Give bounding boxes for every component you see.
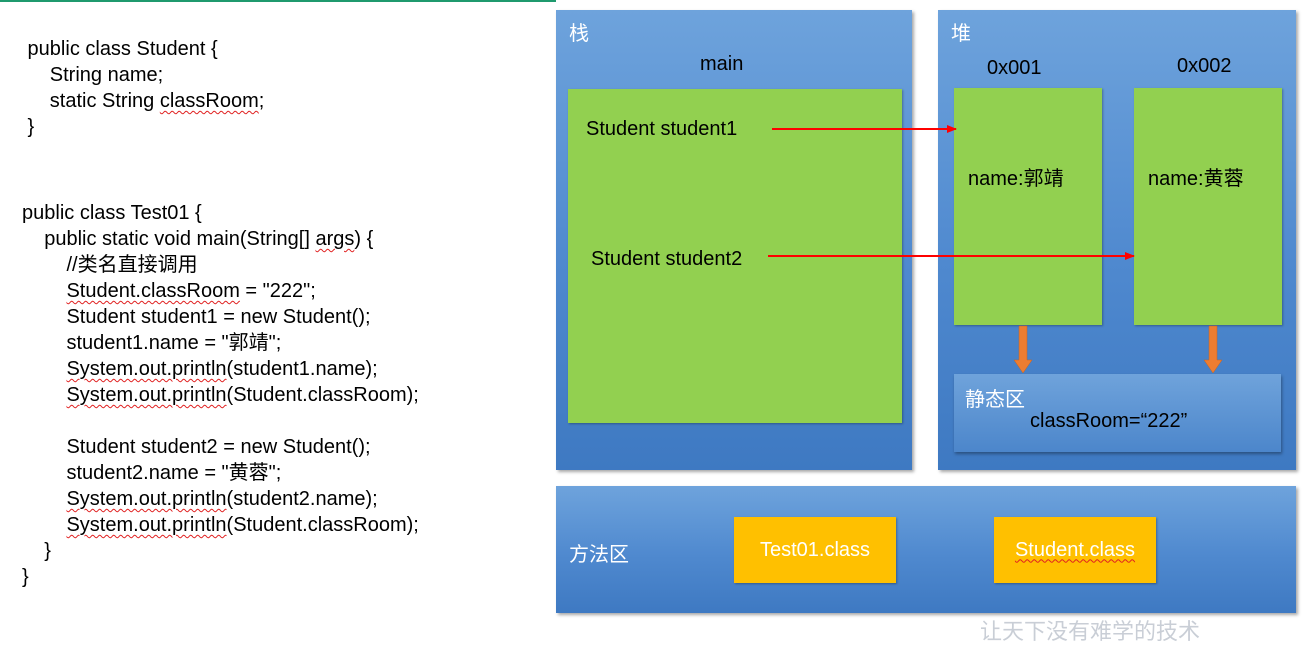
code-line: public class Test01 { <box>22 202 202 224</box>
object1-name-field: name:郭靖 <box>968 168 1064 190</box>
code-line: public class Student { <box>22 38 218 60</box>
reference-arrows <box>768 125 1223 374</box>
heap-title: 堆 <box>951 23 971 45</box>
code-line: System.out.println(Student.classRoom); <box>66 384 419 406</box>
student-class-box: Student.class <box>994 517 1156 583</box>
heap-object-1: name:郭靖 <box>954 88 1102 325</box>
method-area-panel: 方法区 Test01.class Student.class <box>556 486 1296 613</box>
static-classroom-value: classRoom=“222” <box>1030 410 1188 432</box>
top-accent-line <box>0 0 556 2</box>
stack-var-student1: Student student1 <box>586 118 738 140</box>
heap-object-2: name:黄蓉 <box>1134 88 1282 325</box>
object1-static-arrow <box>1013 325 1033 374</box>
code-line: } <box>22 566 29 588</box>
code-line: } <box>22 540 51 562</box>
watermark-text: 让天下没有难学的技术 <box>980 619 1201 644</box>
code-line: Student student1 = new Student(); <box>22 306 371 328</box>
stack-panel: 栈 main Student student1 Student student2 <box>556 10 912 470</box>
static-area: 静态区 classRoom=“222” <box>954 374 1281 452</box>
object2-address: 0x002 <box>1177 55 1232 77</box>
code-line: System.out.println(student2.name); <box>66 488 378 510</box>
code-line: System.out.println(student1.name); <box>66 358 378 380</box>
method-area-title: 方法区 <box>569 544 629 566</box>
student-class-label: Student.class <box>1014 538 1136 561</box>
test01-class-box: Test01.class <box>734 517 896 583</box>
code-line: public static void main(String[] args) { <box>22 228 374 250</box>
code-line: Student student2 = new Student(); <box>22 436 371 458</box>
code-line: System.out.println(Student.classRoom); <box>66 514 419 536</box>
code-line: student2.name = "黄蓉"; <box>22 462 282 484</box>
object1-address: 0x001 <box>987 57 1042 79</box>
object2-name-field: name:黄蓉 <box>1148 168 1244 190</box>
object2-static-arrow <box>1203 325 1223 374</box>
stack-title: 栈 <box>569 23 589 45</box>
code-line: } <box>22 116 35 138</box>
code-line: //类名直接调用 <box>22 254 198 276</box>
stack-var-student2: Student student2 <box>591 248 743 270</box>
static-area-title: 静态区 <box>965 389 1025 411</box>
main-frame-label: main <box>700 53 744 75</box>
code-line: String name; <box>22 64 164 86</box>
code-line: Student.classRoom = "222"; <box>66 280 316 302</box>
test01-class-label: Test01.class <box>759 538 871 561</box>
code-line: student1.name = "郭靖"; <box>22 332 282 354</box>
code-line: static String classRoom; <box>22 90 265 112</box>
heap-panel: 堆 0x001 0x002 name:郭靖 name:黄蓉 静态区 classR… <box>938 10 1296 470</box>
